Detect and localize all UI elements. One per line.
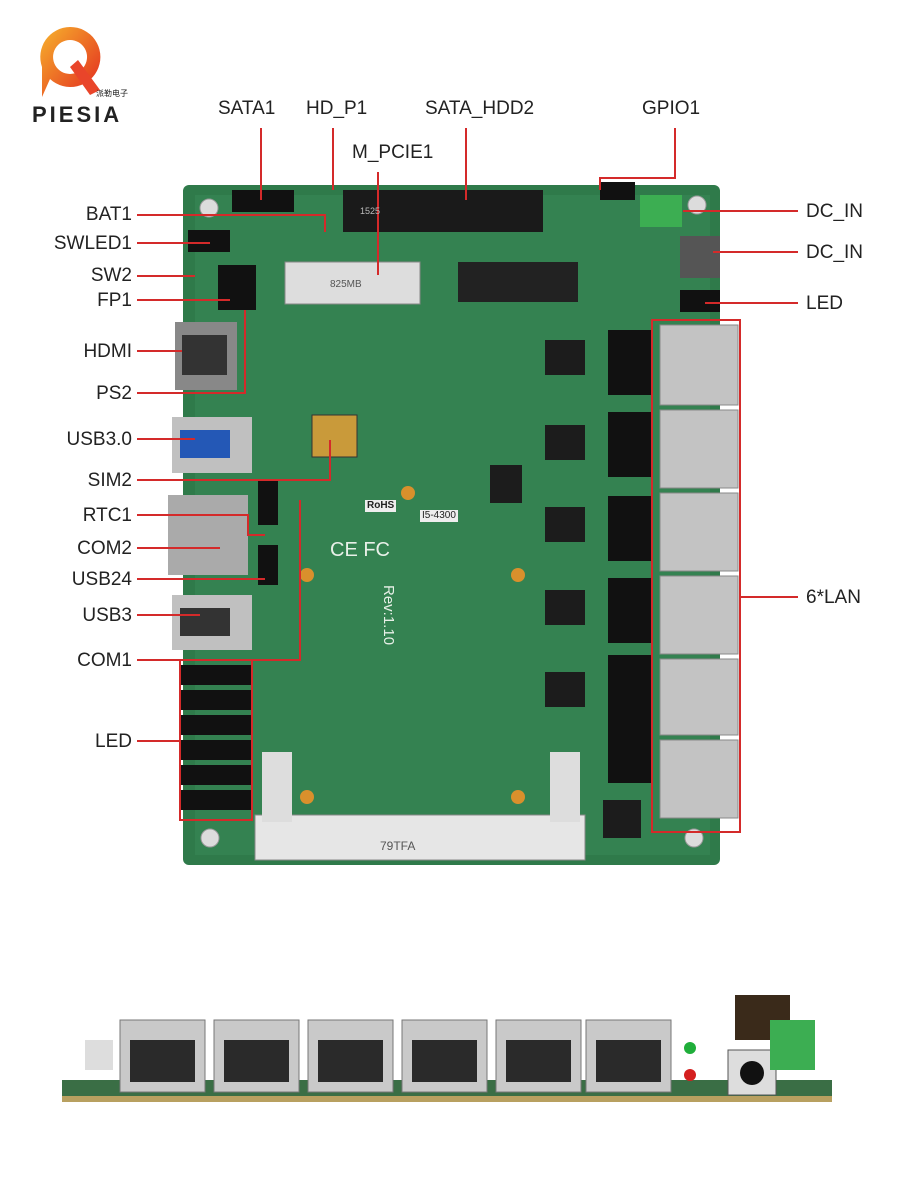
label-6-lan: 6*LAN xyxy=(806,587,861,608)
label-m-pcie1: M_PCIE1 xyxy=(352,142,434,163)
logo-subtitle: 派勒电子 xyxy=(96,89,128,98)
label-ps2: PS2 xyxy=(96,383,132,404)
model-sticker: I5-4300 xyxy=(420,510,458,522)
label-bat1: BAT1 xyxy=(85,204,132,225)
board-revision: Rev:1.10 xyxy=(380,585,397,646)
label-gpio1: GPIO1 xyxy=(642,98,701,119)
pcie-mark: 825MB xyxy=(330,279,362,290)
label-rtc1: RTC1 xyxy=(82,505,132,526)
label-hdmi: HDMI xyxy=(83,341,132,362)
label-usb24: USB24 xyxy=(71,569,132,590)
sata-mark: 1525 xyxy=(360,206,381,216)
label-usb3: USB3 xyxy=(82,605,132,626)
label-sim2: SIM2 xyxy=(87,470,132,491)
label-sata-hdd2: SATA_HDD2 xyxy=(425,98,535,119)
side-view xyxy=(62,995,832,1102)
label-led-left: LED xyxy=(95,731,132,752)
label-sw2: SW2 xyxy=(90,265,132,286)
label-com2: COM2 xyxy=(77,538,132,559)
label-dc-in-2: DC_IN xyxy=(806,242,864,263)
label-usb30: USB3.0 xyxy=(66,429,132,450)
ce-fc-mark: CE FC xyxy=(330,539,390,561)
label-led-right: LED xyxy=(806,293,843,314)
label-fp1: FP1 xyxy=(97,290,132,311)
dimm-mark: 79TFA xyxy=(380,839,416,853)
label-sata1: SATA1 xyxy=(218,98,276,119)
label-com1: COM1 xyxy=(77,650,132,671)
label-dc-in-1: DC_IN xyxy=(806,201,864,222)
label-hd-p1: HD_P1 xyxy=(306,98,368,119)
label-swled1: SWLED1 xyxy=(53,233,132,254)
rohs-mark: RoHS xyxy=(365,500,397,512)
logo-brand: PIESIA xyxy=(32,102,123,127)
